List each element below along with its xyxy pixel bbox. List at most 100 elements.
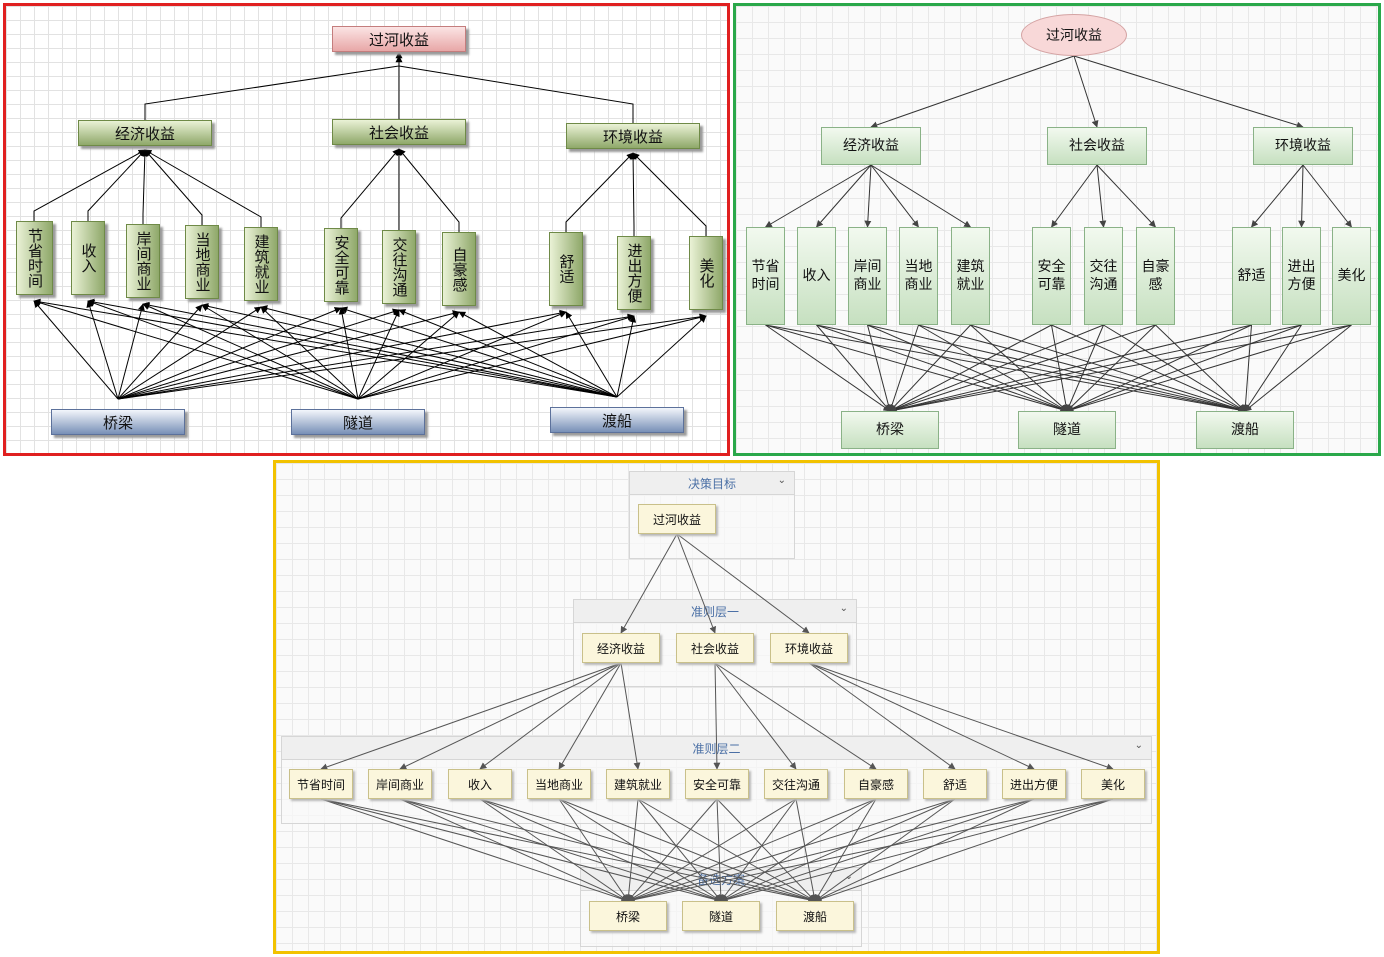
connector-line [716,798,816,902]
alternative-tunnel[interactable]: 隧道 [1018,411,1116,449]
connector-line [144,149,262,227]
connector-line [889,324,1302,414]
subcriterion-income[interactable]: 收入 [448,769,512,799]
subcriterion-local-business[interactable]: 当地商业 [527,769,591,799]
group-header[interactable]: 准则层一 ⌄ [574,600,856,623]
subcriterion-pride[interactable]: 自豪感 [844,769,908,799]
connector-line [1051,324,1070,412]
connector-line [1051,164,1098,228]
goal-node[interactable]: 过河收益 [332,26,466,52]
connector-line [479,798,816,903]
connector-line [479,798,722,902]
connector-line [627,798,797,902]
criterion-environment[interactable]: 环境收益 [1253,127,1353,165]
subcriterion-pride[interactable]: 自豪感 [442,232,476,306]
alternative-ferry[interactable]: 渡船 [776,901,854,931]
subcriterion-comfort[interactable]: 舒适 [923,769,987,799]
connector-line [808,662,1114,771]
subcriterion-beautification[interactable]: 美化 [1081,769,1145,799]
alternative-tunnel[interactable]: 隧道 [291,409,425,435]
alternative-bridge[interactable]: 桥梁 [841,411,939,449]
alternative-tunnel[interactable]: 隧道 [682,901,760,931]
subcriterion-beautification[interactable]: 美化 [689,236,723,310]
subcriterion-local-business[interactable]: 当地 商业 [899,227,938,325]
connector-line [814,798,1114,903]
connector-line [720,798,1035,903]
criterion-environment[interactable]: 环境收益 [566,123,700,149]
connector-line [320,798,816,904]
connector-line [398,309,618,398]
connector-line [970,324,1068,412]
connector-line [117,307,342,400]
subcriterion-comfort[interactable]: 舒适 [549,232,583,306]
connector-line [889,324,1052,412]
criterion-social[interactable]: 社会收益 [1047,127,1147,165]
subcriterion-access[interactable]: 进出方便 [1002,769,1066,799]
connector-line [141,149,149,224]
connector-line [888,324,919,412]
criterion-social[interactable]: 社会收益 [676,633,754,663]
subcriterion-communication[interactable]: 交往沟通 [382,230,416,304]
connector-line [627,798,718,902]
connector-line [33,299,359,400]
connector-line [1066,324,1104,412]
alternative-bridge[interactable]: 桥梁 [51,409,185,435]
connector-line [870,55,1075,129]
connector-line [340,148,400,228]
criterion-economic[interactable]: 经济收益 [582,633,660,663]
subcriterion-safety[interactable]: 安全 可靠 [1032,227,1071,325]
connector-line [632,152,707,236]
subcriterion-access[interactable]: 进出方便 [617,236,651,310]
alternative-ferry[interactable]: 渡船 [550,407,684,433]
subcriterion-income[interactable]: 收入 [797,227,836,325]
connector-line [558,798,629,902]
subcriterion-cross-river-business[interactable]: 岸间商业 [126,224,160,298]
goal-node[interactable]: 过河收益 [638,504,716,534]
alternative-ferry[interactable]: 渡船 [1196,411,1294,449]
subcriterion-local-business[interactable]: 当地商业 [185,225,219,299]
subcriterion-time-saving[interactable]: 节省 时间 [746,227,785,325]
connector-line [867,324,892,412]
connector-line [479,798,629,902]
connector-line [716,798,725,902]
connector-line [201,302,618,398]
subcriterion-beautification[interactable]: 美化 [1332,227,1371,325]
subcriterion-pride[interactable]: 自豪 感 [1136,227,1175,325]
group-title: 准则层一 [690,604,739,619]
connector-line [458,311,618,398]
subcriterion-comfort[interactable]: 舒适 [1232,227,1271,325]
goal-node[interactable]: 过河收益 [1021,14,1127,56]
connector-line [260,305,618,398]
subcriterion-cross-river-business[interactable]: 岸间 商业 [848,227,887,325]
connector-line [565,152,634,232]
alternative-bridge[interactable]: 桥梁 [589,901,667,931]
connector-line [86,300,119,400]
subcriterion-time-saving[interactable]: 节省时间 [16,221,53,295]
criterion-economic[interactable]: 经济收益 [78,120,212,146]
criterion-economic[interactable]: 经济收益 [821,127,921,165]
criterion-environment[interactable]: 环境收益 [770,633,848,663]
connector-line [558,662,622,770]
chevron-down-icon[interactable]: ⌄ [777,475,786,486]
connector-line [144,149,203,225]
criterion-social[interactable]: 社会收益 [332,119,466,145]
connector-line [142,303,359,400]
subcriterion-construction-jobs[interactable]: 建筑 就业 [951,227,990,325]
subcriterion-safety[interactable]: 安全可靠 [685,769,749,799]
subcriterion-access[interactable]: 进出 方便 [1282,227,1321,325]
subcriterion-communication[interactable]: 交往沟通 [764,769,828,799]
connector-line [765,324,891,412]
ahp-diagram-panel-yellow: 决策目标⌄ 准则层一⌄ 准则层二⌄ 备选方案⌄ 过河收益 经济收益 社会收益 环… [273,460,1160,954]
subcriterion-income[interactable]: 收入 [71,221,105,295]
connector-line [1066,324,1156,412]
subcriterion-time-saving[interactable]: 节省时间 [289,769,353,799]
subcriterion-communication[interactable]: 交往 沟通 [1084,227,1123,325]
subcriterion-construction-jobs[interactable]: 建筑就业 [244,227,278,301]
subcriterion-safety[interactable]: 安全可靠 [324,228,358,302]
group-header[interactable]: 决策目标⌄ [630,472,794,495]
chevron-down-icon[interactable]: ⌄ [839,603,848,614]
subcriterion-cross-river-business[interactable]: 岸间商业 [368,769,432,799]
connector-line [201,304,359,400]
subcriterion-construction-jobs[interactable]: 建筑就业 [606,769,670,799]
chevron-down-icon[interactable]: ⌄ [1134,740,1143,751]
